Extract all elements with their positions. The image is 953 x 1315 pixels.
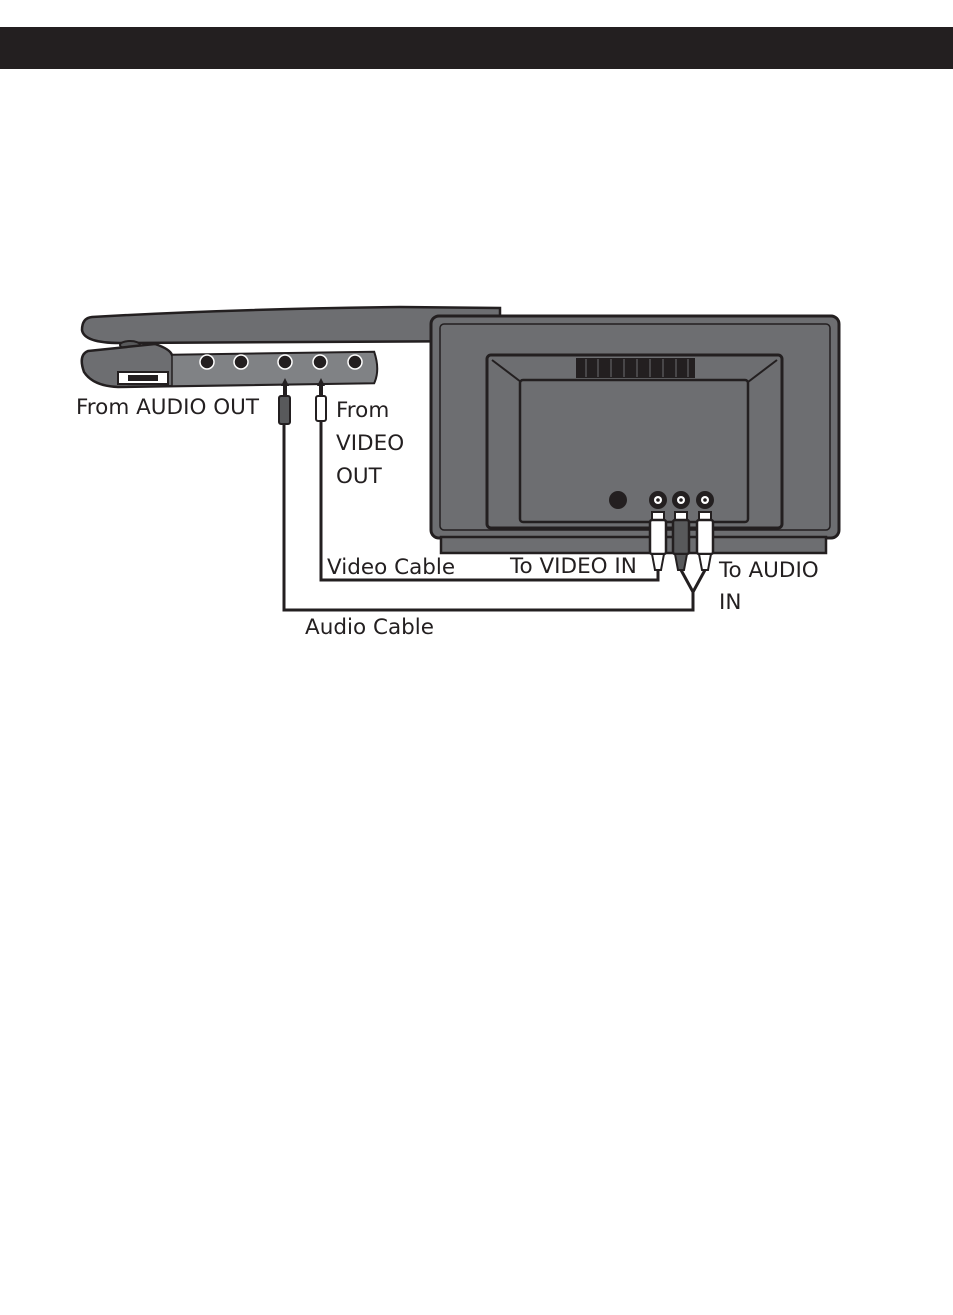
tv-base <box>441 537 826 553</box>
rca-plug-video-icon <box>650 512 666 570</box>
rca-plug-audio-right-icon <box>697 512 713 570</box>
to-audio-in-label: To AUDIO IN <box>718 558 826 615</box>
audio-cable-split <box>681 570 705 592</box>
rca-plug-audio-left-icon <box>673 512 689 570</box>
from-audio-out-label: From AUDIO OUT <box>76 395 260 420</box>
tv-rear <box>431 316 839 553</box>
audio-cable-label: Audio Cable <box>305 615 434 640</box>
tv-av-input-jacks <box>649 491 714 509</box>
to-video-in-label: To VIDEO IN <box>509 554 637 579</box>
from-video-out-label: From VIDEO OUT <box>336 398 411 489</box>
tv-vent <box>576 358 695 378</box>
tv-jack <box>609 491 627 509</box>
video-cable-label: Video Cable <box>327 555 455 580</box>
